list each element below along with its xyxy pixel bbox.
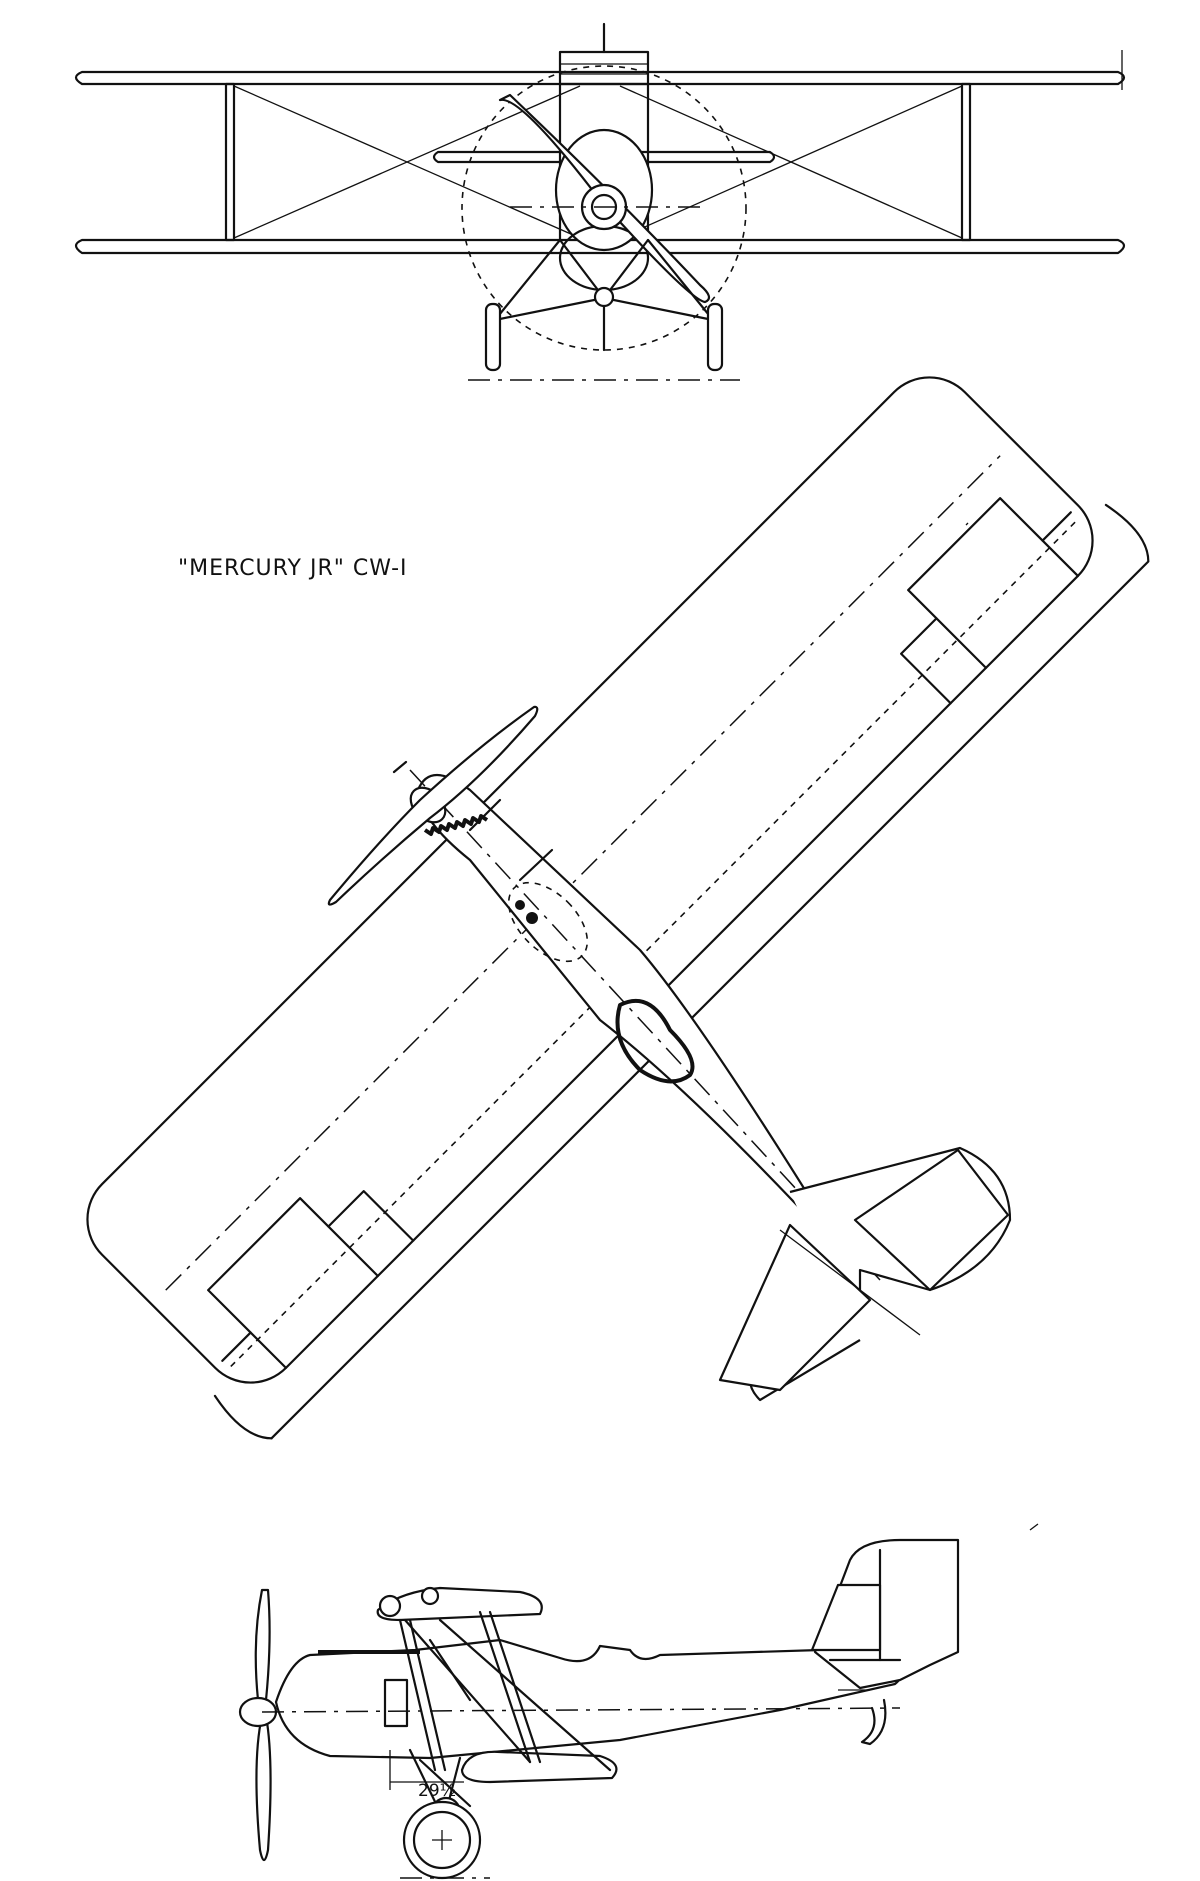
side-propeller — [254, 1588, 271, 1712]
front-landing-gear — [493, 238, 715, 352]
front-view — [74, 22, 1126, 381]
front-propeller-disc — [461, 65, 747, 351]
plan-propeller — [327, 705, 539, 906]
front-tailplane — [432, 150, 776, 164]
front-right-wheel — [706, 302, 724, 372]
plan-exhaust-serration — [423, 814, 489, 836]
front-center-section — [558, 50, 650, 86]
plan-rear-cockpit — [615, 999, 695, 1084]
front-lower-wing — [74, 238, 1126, 255]
side-window — [383, 1678, 409, 1728]
plan-wing — [86, 376, 1094, 1384]
side-view: 29½ — [238, 1538, 960, 1880]
plan-view — [86, 376, 1150, 1440]
side-upper-wing — [376, 1586, 543, 1622]
front-left-wheel — [484, 302, 502, 372]
plan-front-cockpit — [507, 881, 589, 963]
side-fuselage — [274, 1638, 906, 1760]
side-struts — [398, 1610, 612, 1772]
side-lower-wing — [460, 1750, 618, 1784]
front-left-strut — [224, 82, 236, 242]
front-right-strut — [960, 82, 972, 242]
aircraft-title: "MERCURY JR" CW-I — [178, 556, 408, 581]
side-tail-skid — [860, 1698, 887, 1746]
